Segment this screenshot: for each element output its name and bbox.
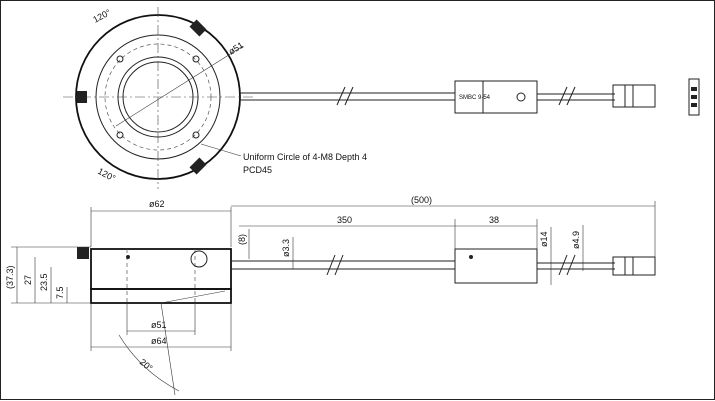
angle-top-label: 120° xyxy=(91,7,112,25)
pin xyxy=(691,103,697,107)
pin xyxy=(691,95,697,99)
knob-left-side xyxy=(77,247,89,259)
dim-37-3-label: (37.3) xyxy=(5,265,15,289)
dia-51-label: ø51 xyxy=(227,40,245,57)
pin xyxy=(691,87,697,91)
break-mark xyxy=(558,254,576,276)
dim-38-label: 38 xyxy=(489,215,499,225)
side-view: ø62 (500) 350 38 (8) ø3.3 ø14 ø4.9 (37.3… xyxy=(5,195,656,396)
dim-350-label: 350 xyxy=(337,215,352,225)
controller-box xyxy=(454,80,538,114)
dim-62-label: ø62 xyxy=(149,199,165,209)
break-mark xyxy=(326,254,344,276)
dim-27-label: 27 xyxy=(23,275,33,285)
dim-8-label: (8) xyxy=(237,234,247,245)
dim-23-5-label: 23.5 xyxy=(39,273,49,291)
dim-64-label: ø64 xyxy=(151,336,167,346)
dim-7-5-label: 7.5 xyxy=(55,286,65,299)
screw xyxy=(469,255,473,259)
angle-arc xyxy=(118,334,180,392)
dim-4-9-label: ø4.9 xyxy=(571,231,581,249)
note-text-1: Uniform Circle of 4-M8 Depth 4 xyxy=(243,152,367,162)
ring-body xyxy=(90,248,232,290)
plug xyxy=(612,84,656,108)
screw-hole xyxy=(516,92,526,102)
angle-20-label: 20° xyxy=(138,357,155,374)
note-leader xyxy=(200,143,242,157)
screw xyxy=(126,255,130,259)
connector-mark: SMBC 9-54 xyxy=(459,95,491,101)
knob-bottom xyxy=(189,157,207,175)
knob-side xyxy=(190,250,208,268)
tapped-hole xyxy=(116,55,124,63)
side-controller xyxy=(454,248,538,284)
dim-500-label: (500) xyxy=(411,195,432,205)
end-connector xyxy=(688,78,700,116)
angle-ref-line xyxy=(160,290,226,304)
dim-51-label: ø51 xyxy=(151,320,167,330)
break-mark xyxy=(558,86,576,106)
knob-left xyxy=(77,91,87,103)
tapped-hole xyxy=(192,131,200,139)
dim-14-label: ø14 xyxy=(539,231,549,247)
dim-3-3-label: ø3.3 xyxy=(281,239,291,257)
tapped-hole xyxy=(116,131,124,139)
note-text-2: PCD45 xyxy=(243,165,272,175)
tapped-hole xyxy=(192,55,200,63)
ring-base xyxy=(90,288,232,304)
angle-ref-line xyxy=(160,302,176,396)
knob-top xyxy=(189,19,207,37)
diameter-leader xyxy=(115,45,244,127)
break-mark xyxy=(336,86,354,106)
side-plug xyxy=(612,256,656,276)
top-view: ø51 120° 120° Uniform Circle of 4-M8 Dep… xyxy=(63,7,700,189)
angle-bottom-label: 120° xyxy=(96,166,117,184)
